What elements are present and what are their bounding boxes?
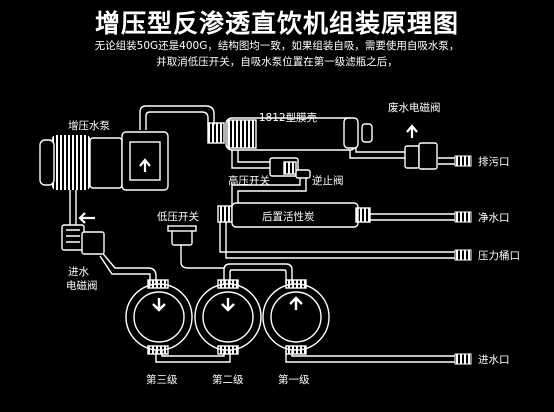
high-pressure-switch [269, 157, 299, 177]
low-switch-label: 低压开关 [157, 211, 199, 223]
filter-stage-1 [262, 279, 330, 355]
pure-water-fitting [454, 211, 472, 223]
page-title: 增压型反渗透直饮机组装原理图 [94, 9, 459, 38]
check-valve [295, 169, 311, 179]
check-valve-label: 逆止阀 [312, 175, 344, 187]
stage-3-label: 第三级 [146, 374, 178, 386]
drain-fitting [454, 155, 472, 167]
filter-stage-3 [125, 279, 193, 355]
note-line-2: 并取消低压开关，自吸水泵位置在第一级滤瓶之后， [156, 56, 398, 68]
outlet-fittings [454, 155, 472, 365]
inlet-fitting [454, 353, 472, 365]
waste-valve-label: 废水电磁阀 [388, 102, 441, 114]
inlet-solenoid-valve [61, 212, 105, 255]
filter-stage-2 [194, 279, 262, 355]
note-line-1: 无论组装50G还是400G，结构图均一致，如果组装自吸，需要使用自吸水泵， [94, 40, 460, 52]
inlet-valve-label-1: 进水 [68, 266, 89, 278]
stage-2-label: 第二级 [212, 374, 244, 386]
pure-water-label: 净水口 [478, 212, 510, 224]
membrane-housing [207, 117, 373, 151]
waste-solenoid-valve [404, 124, 438, 170]
water-in-label: 进水口 [478, 354, 510, 366]
stage-1-label: 第一级 [278, 374, 310, 386]
inlet-valve-label-2: 电磁阀 [66, 280, 98, 292]
low-pressure-switch [167, 225, 197, 246]
tank-label: 压力桶口 [478, 250, 520, 262]
post-carbon-filter [217, 202, 371, 228]
carbon-label: 后置活性炭 [262, 211, 315, 223]
pump-label: 增压水泵 [68, 120, 110, 132]
tank-fitting [454, 249, 472, 261]
membrane-label: 1812型膜壳 [259, 111, 318, 124]
booster-pump [39, 131, 169, 191]
high-switch-label: 高压开关 [228, 175, 270, 187]
drain-label: 排污口 [478, 156, 510, 168]
